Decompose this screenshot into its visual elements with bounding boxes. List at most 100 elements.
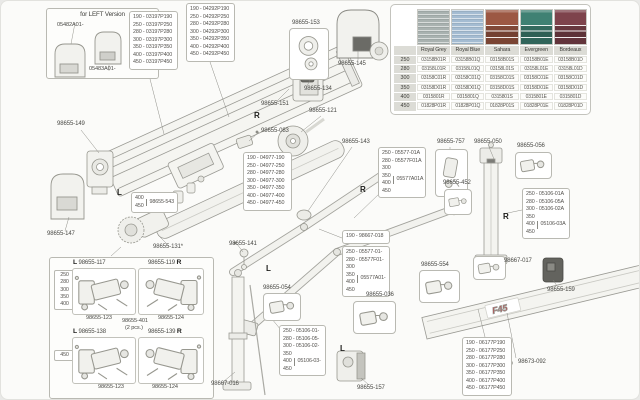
bracket-cell-138 — [72, 337, 136, 384]
clip-143 — [296, 209, 312, 221]
size-item: 350 — [382, 172, 391, 179]
partbox-98655-056 — [515, 152, 552, 179]
part-label-98655-117: 98655-117 — [78, 260, 106, 266]
bracket-157 — [336, 350, 366, 382]
part-label-98655-123: 98655-123 — [86, 315, 112, 321]
fabric-row-450: 450 01828P01R 01828P01Q 01828P01S 01828P… — [394, 102, 588, 111]
partlist-row: 280 - 05577F01- — [346, 256, 384, 263]
left-version-title: for LEFT Version — [80, 11, 125, 18]
partlist-row: 190 - 04292P190 — [190, 6, 230, 12]
side-marker-left: L — [73, 328, 78, 335]
partlist-row: 250 - 05577-01A — [382, 150, 420, 156]
partlist-row: 350 - 06177P350 — [466, 370, 506, 376]
winch-assembly — [86, 150, 114, 195]
part-label-98655-143: 98655-143 — [342, 139, 370, 145]
part-label-98655-054: 98655-054 — [263, 285, 291, 291]
size-item: 400 — [526, 221, 535, 227]
lead-bar: F45 — [421, 262, 639, 340]
partbox-98667-017 — [473, 256, 506, 280]
partlist-row: 450 - 04292P450 — [190, 51, 230, 57]
bracket-assembly-icon — [139, 269, 203, 314]
partbox-98655-452 — [444, 189, 472, 215]
part-label-98655-050: 98655-050 — [474, 139, 502, 145]
partlist-row: 280 - 03197P280 — [133, 29, 173, 35]
column-royal-blue: Royal Blue — [451, 46, 485, 55]
partbox-98655-153 — [289, 28, 329, 80]
cap-part-number: 05482A01- — [57, 22, 84, 28]
side-marker-left: L — [73, 259, 78, 266]
size-item: 400 — [60, 301, 69, 308]
part-label-98655-083: 98655-083 — [261, 128, 289, 134]
partlist-row: 450 - 03197P450 — [133, 59, 173, 65]
cell-header-119: 98655-119 R — [148, 259, 181, 268]
side-marker-right: R — [360, 185, 366, 194]
partlist-row: 250 - 03197P250 — [133, 21, 173, 28]
part-label-98655-138: 98655-138 — [78, 329, 106, 335]
part-label-98655-134: 98655-134 — [304, 86, 332, 92]
partlist-row: 190 - 04977-190 — [247, 155, 285, 161]
swatch-sahara — [485, 9, 519, 45]
size-item: 300 — [382, 165, 391, 171]
partbox-98655-554 — [419, 270, 460, 303]
partlist-row: 300 - 06177P300 — [466, 362, 506, 369]
swatch-royal-blue — [451, 9, 485, 45]
side-marker-right: R — [176, 259, 182, 266]
column-bordeaux: Bordeaux — [553, 46, 588, 55]
column-header-row: Royal Grey Royal Blue Sahara Evergreen B… — [394, 46, 588, 55]
pin-141 — [239, 248, 249, 270]
support-leg-right — [474, 142, 508, 265]
part-label-qty: (2 pcs.) — [125, 325, 143, 331]
partlist-row: 250 - 05577-01- — [346, 249, 383, 255]
partlist-row: 250 - 05106-01- — [283, 328, 320, 334]
f45-logo: F45 — [491, 302, 509, 316]
partlist-row: 300 - 05106-02- — [283, 343, 320, 349]
part-label-98655-131: 98655-131* — [153, 244, 184, 250]
cell-header-117: L 98655-117 — [73, 259, 106, 268]
size-item: 350 — [283, 350, 292, 357]
size-item: 400 — [346, 279, 355, 285]
end-cap-left — [50, 173, 85, 220]
size-item: 400 — [283, 358, 292, 364]
partlist-row: 280 - 05577F01A — [382, 157, 422, 164]
bracket-assembly-icon — [139, 338, 203, 383]
side-marker-left: L — [340, 344, 345, 353]
partlist-row: 280 - 05106-05- — [283, 335, 320, 342]
partlist-98667-018: 190 - 98667-018 — [342, 230, 390, 244]
partlist-row: 190 - 06177P190 — [466, 340, 506, 346]
group-code: 05106-03- — [293, 358, 321, 366]
swatch-bordeaux — [553, 9, 588, 45]
part-label-98655-554: 98655-554 — [421, 262, 449, 268]
size-item: 400 — [135, 195, 144, 201]
part-label-98655-056: 98655-056 — [517, 143, 545, 149]
leader-lines — [64, 51, 558, 386]
size-item: 250 — [60, 272, 69, 278]
size-item: 450 — [135, 202, 144, 209]
partlist-row: 350 - 04292P350 — [190, 36, 230, 42]
bracket-159 — [542, 257, 564, 283]
size-item: 450 — [382, 187, 391, 194]
column-sahara: Sahara — [485, 46, 519, 55]
size-item: 400 — [382, 180, 391, 186]
size-item: 350 — [60, 293, 69, 300]
partlist-row: 400 - 06177P400 — [466, 377, 506, 384]
part-label-98655-121: 98655-121 — [309, 108, 337, 114]
part-label-98655-123: 98655-123 — [98, 384, 124, 390]
part-label-98667-016: 98667-016 — [211, 381, 239, 387]
size-item: 300 — [346, 264, 355, 270]
fabric-row-280: 280 03158L01R 03158L01Q 03158L01S 03158L… — [394, 64, 588, 74]
bracket-cell-117 — [72, 268, 136, 315]
hardware-part-icon — [447, 192, 469, 212]
bracket-083 — [235, 134, 254, 149]
part-label-98655-119: 98655-119 — [148, 260, 175, 266]
fabric-row-250: 250 03158B01R 03158B01Q 03158B01S 03158B… — [394, 55, 588, 64]
part-label-98655-145: 98655-145 — [338, 61, 366, 67]
cell-header-139: 98655-139 R — [148, 328, 182, 337]
group-code: 05577A01A — [392, 176, 424, 184]
end-cap-145 — [336, 9, 380, 59]
fabric-row-300: 300 03158C01R 03158C01Q 03158C01S 03158C… — [394, 74, 588, 83]
